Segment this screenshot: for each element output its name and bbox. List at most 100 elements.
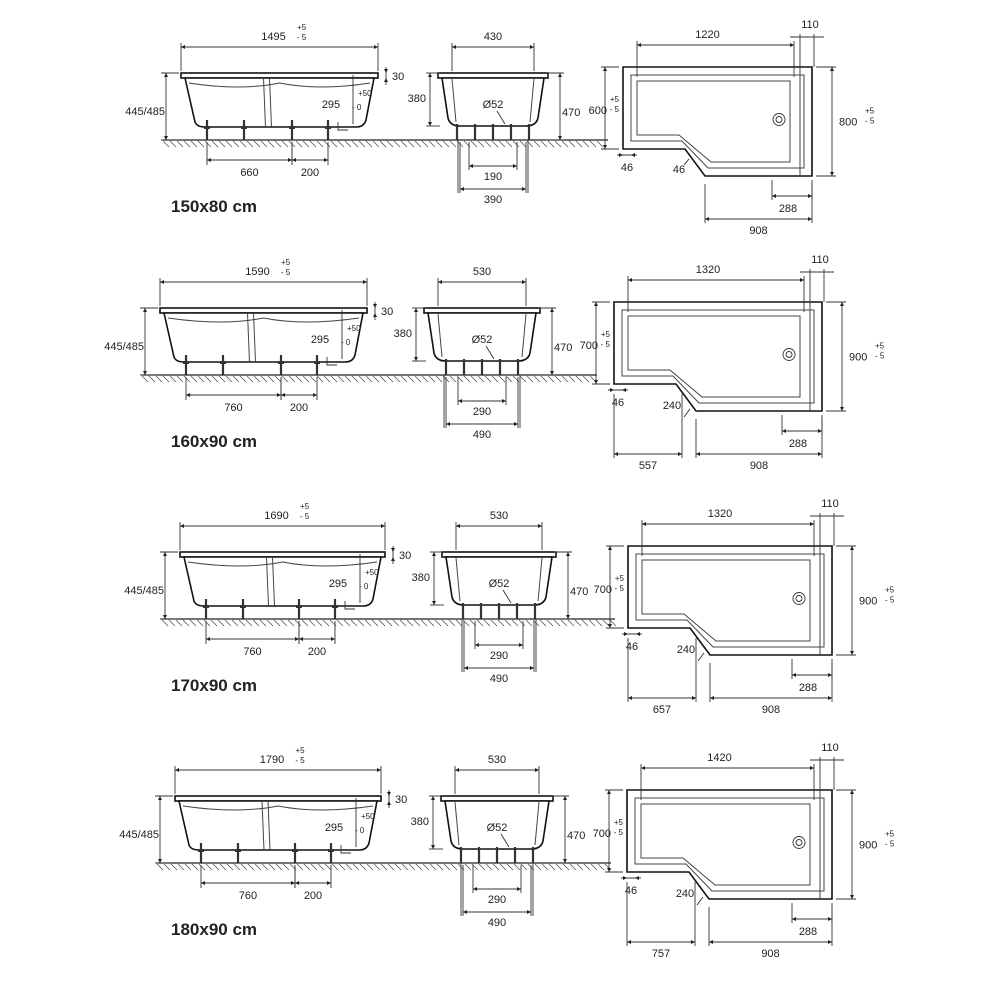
arrowhead <box>313 393 317 397</box>
floor-hatch <box>238 619 246 627</box>
floor-hatch <box>477 375 485 383</box>
floor-hatch <box>259 619 267 627</box>
depth-label: 380 <box>394 328 412 340</box>
narrow-length-label: 557 <box>639 460 657 472</box>
arrowhead <box>641 766 645 770</box>
arrowhead <box>143 371 147 375</box>
floor-hatch <box>518 619 526 627</box>
arrowhead <box>475 643 479 647</box>
floor-hatch <box>212 863 220 871</box>
arrowhead <box>535 768 539 772</box>
leg-foot <box>328 849 334 852</box>
floor-hatch <box>364 619 372 627</box>
floor-hatch <box>540 140 548 148</box>
floor-hatch <box>330 375 338 383</box>
rim-end-label: 110 <box>821 742 839 754</box>
floor-hatch <box>380 863 388 871</box>
floor-hatch <box>344 375 352 383</box>
arrowhead <box>790 43 794 47</box>
narrow-width-label: 700 <box>594 584 612 596</box>
floor-hatch <box>345 863 353 871</box>
floor-hatch <box>358 375 366 383</box>
leg-foot <box>198 849 204 852</box>
floor-hatch <box>274 140 282 148</box>
size-label: 170x90 cm <box>171 676 257 695</box>
floor-hatch <box>274 375 282 383</box>
seam-line <box>272 556 275 607</box>
drain-pipe <box>337 122 348 131</box>
arrowhead <box>850 790 854 794</box>
arrowhead <box>594 380 598 384</box>
floor-hatch <box>588 619 596 627</box>
arrowhead <box>373 304 377 308</box>
floor-hatch <box>393 140 401 148</box>
floor-hatch <box>253 375 261 383</box>
leg-foot <box>278 361 284 364</box>
arrowhead <box>603 67 607 71</box>
floor-hatch <box>421 375 429 383</box>
arrowhead <box>460 187 464 191</box>
depth-label: 380 <box>408 93 426 105</box>
leg-foot <box>203 605 209 608</box>
rim-label: 30 <box>399 550 411 562</box>
floor-hatch <box>512 140 520 148</box>
floor-hatch <box>560 619 568 627</box>
floor-hatch <box>205 863 213 871</box>
arrowhead <box>792 917 796 921</box>
floor-hatch <box>427 619 435 627</box>
floor-hatch <box>596 140 604 148</box>
tolerance-label: - 5 <box>281 268 291 277</box>
leg-foot <box>204 126 210 129</box>
arrowhead <box>607 790 611 794</box>
floor-hatch <box>191 863 199 871</box>
top-length-label: 1320 <box>696 264 720 276</box>
arrowhead <box>808 217 812 221</box>
arrowhead <box>374 45 378 49</box>
floor-hatch <box>245 619 253 627</box>
inner-wall <box>534 801 540 846</box>
leg-foot <box>296 605 302 608</box>
tolerance-label: +5 <box>885 830 895 839</box>
tolerance-label: - 0 <box>352 103 362 112</box>
floor-hatch <box>337 375 345 383</box>
arrowhead <box>566 552 570 556</box>
arrowhead <box>288 158 292 162</box>
floor-hatch <box>261 863 269 871</box>
arrowhead <box>414 308 418 312</box>
side-length-label: 1690 <box>264 510 288 522</box>
floor-hatch <box>246 140 254 148</box>
floor-hatch <box>365 140 373 148</box>
floor-hatch <box>177 863 185 871</box>
depth-label: 380 <box>411 816 429 828</box>
arrowhead <box>840 302 844 306</box>
inner-span-label: 290 <box>488 894 506 906</box>
arrowhead <box>594 302 598 306</box>
arrowhead <box>614 452 618 456</box>
water-line <box>167 317 360 323</box>
floor-hatch <box>190 375 198 383</box>
floor-hatch <box>260 140 268 148</box>
floor-hatch <box>547 375 555 383</box>
arrowhead <box>522 280 526 284</box>
floor-hatch <box>156 863 164 871</box>
tolerance-label: +5 <box>865 107 875 116</box>
arrowhead <box>624 632 628 636</box>
wide-length-label: 908 <box>761 948 779 960</box>
arrowhead <box>619 153 623 157</box>
floor-hatch <box>266 619 274 627</box>
floor-hatch <box>399 619 407 627</box>
floor-hatch <box>421 140 429 148</box>
wall-label: 46 <box>673 164 685 176</box>
leader-line <box>683 158 690 166</box>
leg-foot <box>183 361 189 364</box>
top-width-label: 900 <box>859 840 877 852</box>
floor-hatch <box>434 619 442 627</box>
floor-hatch <box>581 619 589 627</box>
floor-hatch <box>358 140 366 148</box>
tolerance-label: +5 <box>300 502 310 511</box>
floor-hatch <box>316 140 324 148</box>
arrowhead <box>160 280 164 284</box>
